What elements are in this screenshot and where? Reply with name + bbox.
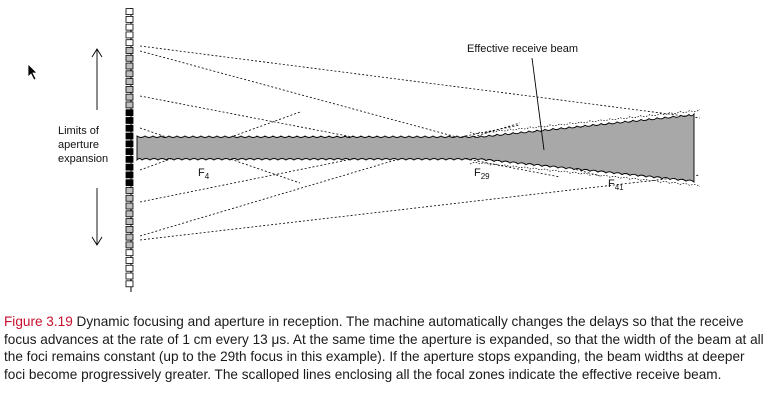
transducer-elements [125, 8, 134, 288]
transducer-element [125, 70, 134, 78]
transducer-element [125, 8, 134, 15]
transducer-element [125, 117, 134, 124]
transducer-element [125, 171, 134, 179]
beam-pointer-line [531, 57, 545, 151]
transducer-element [125, 15, 134, 23]
transducer-element [125, 155, 134, 163]
figure-caption: Figure 3.19 Dynamic focusing and apertur… [4, 313, 764, 383]
transducer-element [125, 202, 134, 210]
transducer-element [125, 264, 134, 272]
transducer-element [125, 233, 134, 241]
transducer-element [125, 218, 134, 225]
transducer-element [125, 272, 134, 280]
transducer-element [125, 54, 134, 62]
diagram-svg [91, 8, 701, 292]
outer-top-line [139, 45, 701, 119]
transducer-element [125, 62, 134, 70]
transducer-element [125, 225, 134, 233]
receive-beam [136, 112, 695, 183]
transducer-element [125, 93, 134, 101]
transducer-element [125, 163, 134, 171]
transducer-element [125, 140, 134, 148]
transducer-element [125, 241, 134, 249]
focus-f41: F41 [608, 178, 624, 192]
transducer-element [125, 39, 134, 47]
transducer-element [125, 78, 134, 85]
outer-bottom-line [139, 174, 701, 241]
f29-top-line [139, 95, 561, 178]
focus-f4: F4 [198, 167, 210, 181]
transducer-element [125, 210, 134, 218]
transducer-element [125, 179, 134, 187]
diagram: Limits of aperture expansion Effective r… [27, 8, 701, 292]
effective-beam-outline [469, 109, 701, 187]
focus-f29: F29 [474, 167, 490, 181]
transducer-element [125, 280, 134, 288]
transducer-element [125, 257, 134, 264]
transducer-element [125, 31, 134, 39]
transducer-element [125, 132, 134, 140]
arrow-up-head [91, 48, 103, 58]
transducer-element [125, 249, 134, 257]
arrow-down-head [91, 236, 103, 246]
transducer-element [125, 148, 134, 155]
transducer-element [125, 85, 134, 93]
transducer-element [125, 47, 134, 54]
f29-bottom-line [139, 124, 521, 203]
transducer-element [125, 194, 134, 202]
transducer-element [125, 101, 134, 109]
transducer-element [125, 23, 134, 31]
transducer-element [125, 109, 134, 117]
limits-label: Limits of aperture expansion [58, 125, 109, 165]
transducer-element [125, 187, 134, 194]
caption-text: Dynamic focusing and aperture in recepti… [4, 314, 764, 382]
mouse-cursor-icon [27, 63, 38, 81]
effective-beam-label: Effective receive beam [467, 43, 579, 55]
transducer-element [125, 124, 134, 132]
figure-label: Figure 3.19 [4, 314, 73, 329]
